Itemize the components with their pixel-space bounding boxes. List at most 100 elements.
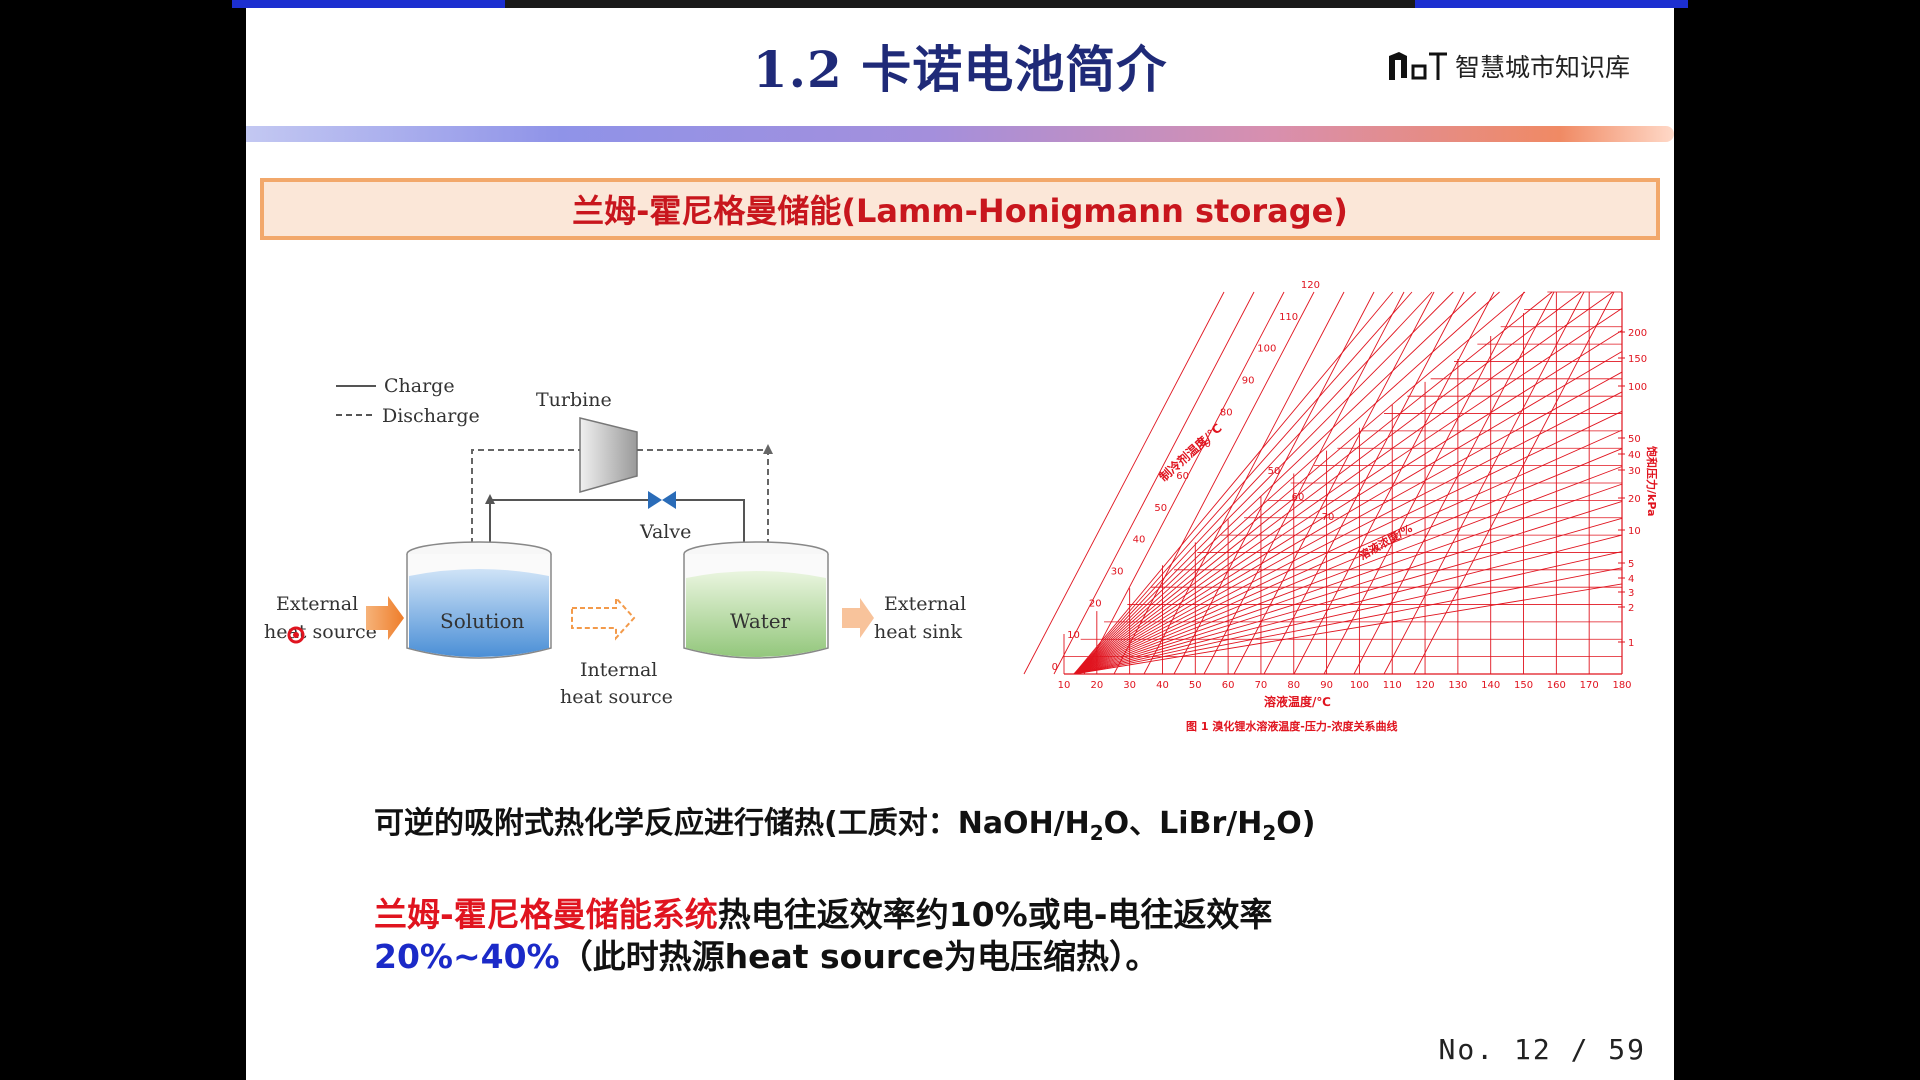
top-dark-bar xyxy=(505,0,1415,8)
efficiency-black: 热电往返效率约10%或电-电往返效率 xyxy=(717,895,1273,934)
left-tick-label: 40 xyxy=(1133,535,1146,546)
left-tick-label: 90 xyxy=(1242,376,1255,387)
right-tick-label: 30 xyxy=(1628,466,1641,477)
x-tick-label: 110 xyxy=(1383,680,1402,691)
x-tick-label: 90 xyxy=(1320,680,1333,691)
text-line-working-pair: 可逆的吸附式热化学反应进行储热(工质对：NaOH/H2O、LiBr/H2O) xyxy=(374,798,1315,845)
left-tick-label: 80 xyxy=(1220,407,1233,418)
ext-source-arrow xyxy=(366,596,404,640)
refrigerant-line xyxy=(1293,291,1495,675)
concentration-line xyxy=(1073,483,1623,675)
discharge-line-left xyxy=(471,449,580,564)
x-tick-label: 140 xyxy=(1481,680,1500,691)
right-tick-label: 20 xyxy=(1628,494,1641,505)
right-tick-label: 150 xyxy=(1628,354,1647,365)
line1-sub1: 2 xyxy=(1089,821,1104,845)
refrigerant-line xyxy=(1203,291,1405,675)
internal-label-2: heat source xyxy=(560,686,673,708)
x-tick-label: 80 xyxy=(1287,680,1300,691)
turbine-icon xyxy=(579,417,638,493)
efficiency-note: （此时热源heat source为电压缩热）。 xyxy=(559,937,1159,976)
refrigerant-line xyxy=(1113,291,1315,675)
legend-charge: Charge xyxy=(384,375,455,397)
water-label: Water xyxy=(730,609,791,633)
left-tick-label: 50 xyxy=(1154,503,1167,514)
line1-pre: 可逆的吸附式热化学反应进行储热(工质对：NaOH/H xyxy=(374,806,1090,841)
lamm-honigmann-diagram: Charge Discharge Turbine Valve xyxy=(264,375,966,708)
text-efficiency: 兰姆-霍尼格曼储能系统热电往返效率约10%或电-电往返效率 20%~40%（此时… xyxy=(374,894,1272,978)
concentration-line xyxy=(1073,291,1553,675)
water-tank xyxy=(686,571,826,657)
concentration-label: 50 xyxy=(1268,466,1281,477)
refrigerant-line xyxy=(1173,291,1375,675)
right-tick-label: 10 xyxy=(1628,526,1641,537)
right-tick-label: 4 xyxy=(1628,574,1634,585)
concentration-line xyxy=(1073,534,1623,675)
cursor-indicator-icon xyxy=(287,626,305,644)
concentration-line xyxy=(1073,291,1394,675)
chart-ylabel-right: 饱和压力/kPa xyxy=(1645,446,1659,517)
efficiency-red: 兰姆-霍尼格曼储能系统 xyxy=(374,895,718,934)
slide-title: 1.2 卡诺电池简介 xyxy=(752,40,1168,99)
valve-label: Valve xyxy=(639,521,691,543)
x-tick-label: 120 xyxy=(1416,680,1435,691)
solution-label: Solution xyxy=(440,609,524,633)
ext-sink-label-1: External xyxy=(884,593,966,615)
left-tick-label: 60 xyxy=(1176,471,1189,482)
section-header-text: 兰姆-霍尼格曼储能(Lamm-Honigmann storage) xyxy=(572,192,1348,230)
ext-sink-arrow xyxy=(842,598,874,638)
right-tick-label: 1 xyxy=(1628,638,1634,649)
left-tick-label: 20 xyxy=(1089,598,1102,609)
concentration-line xyxy=(1073,329,1623,675)
pager-separator: / xyxy=(1570,1033,1590,1066)
refrigerant-line xyxy=(1053,291,1255,675)
iot-logo-icon xyxy=(1388,52,1447,80)
page-number: No. 12 / 59 xyxy=(1439,1033,1646,1066)
turbine-label: Turbine xyxy=(536,389,612,411)
refrigerant-line xyxy=(1353,291,1555,675)
chart-caption: 图 1 溴化锂水溶液温度-压力-浓度关系曲线 xyxy=(1186,719,1397,733)
right-tick-label: 2 xyxy=(1628,603,1634,614)
concentration-line xyxy=(1073,448,1623,675)
concentration-line xyxy=(1073,500,1623,675)
x-tick-label: 180 xyxy=(1612,680,1631,691)
concentration-line xyxy=(1073,291,1614,675)
solution-tank xyxy=(409,569,549,657)
section-header: 兰姆-霍尼格曼储能(Lamm-Honigmann storage) xyxy=(260,178,1660,240)
refrigerant-line xyxy=(1233,291,1435,675)
ext-source-label-2: heat source xyxy=(264,621,377,643)
concentration-line xyxy=(1073,371,1623,675)
efficiency-blue: 20%~40% xyxy=(374,937,560,976)
refrigerant-line xyxy=(1413,291,1615,675)
line1-mid: O、LiBr/H xyxy=(1103,806,1263,841)
internal-heat-arrow xyxy=(571,595,636,641)
x-tick-label: 160 xyxy=(1547,680,1566,691)
internal-label-1: Internal xyxy=(580,659,657,681)
title-gradient-bar xyxy=(246,126,1674,142)
line1-post: O) xyxy=(1276,806,1316,841)
left-tick-label: 10 xyxy=(1067,630,1080,641)
x-tick-label: 70 xyxy=(1255,680,1268,691)
left-tick-label: 0 xyxy=(1052,662,1058,673)
brand-name: 智慧城市知识库 xyxy=(1454,53,1630,82)
ext-source-label-1: External xyxy=(276,593,358,615)
pager-label: No. xyxy=(1438,1033,1496,1066)
left-tick-label: 70 xyxy=(1198,439,1211,450)
concentration-line xyxy=(1073,291,1582,675)
left-tick-label: 100 xyxy=(1257,344,1276,355)
concentration-line xyxy=(1073,291,1477,675)
right-tick-label: 40 xyxy=(1628,450,1641,461)
left-tick-label: 30 xyxy=(1111,567,1124,578)
refrigerant-line xyxy=(1083,291,1285,675)
refrigerant-line xyxy=(1263,291,1465,675)
right-tick-label: 200 xyxy=(1628,328,1647,339)
right-tick-label: 100 xyxy=(1628,382,1647,393)
concentration-line xyxy=(1073,291,1526,675)
arrow-head xyxy=(485,494,495,504)
chart-grid xyxy=(1023,291,1625,675)
refrigerant-line xyxy=(1143,291,1345,675)
concentration-line xyxy=(1073,517,1623,675)
valve-icon-half xyxy=(662,491,676,509)
x-tick-label: 10 xyxy=(1058,680,1071,691)
